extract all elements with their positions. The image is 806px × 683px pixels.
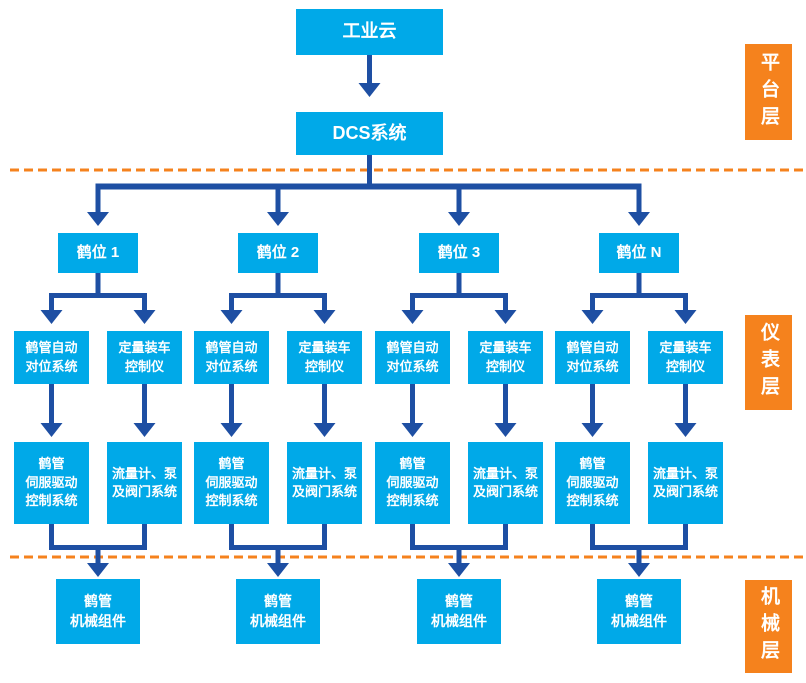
alignment-system-box: 鹤管自动 对位系统 xyxy=(555,331,630,384)
industrial-cloud-box: 工业云 xyxy=(296,9,443,55)
alignment-system-box: 鹤管自动 对位系统 xyxy=(194,331,269,384)
flow-pump-valve-system-box: 流量计、泵 及阀门系统 xyxy=(107,442,182,524)
servo-drive-system-box: 鹤管 伺服驱动 控制系统 xyxy=(194,442,269,524)
flow-pump-valve-system-box: 流量计、泵 及阀门系统 xyxy=(287,442,362,524)
crane-position-n-box: 鹤位 N xyxy=(599,233,679,273)
servo-drive-system-box: 鹤管 伺服驱动 控制系统 xyxy=(555,442,630,524)
loading-controller-box: 定量装车 控制仪 xyxy=(468,331,543,384)
servo-drive-system-box: 鹤管 伺服驱动 控制系统 xyxy=(375,442,450,524)
alignment-system-box: 鹤管自动 对位系统 xyxy=(375,331,450,384)
loading-controller-box: 定量装车 控制仪 xyxy=(287,331,362,384)
crane-position-2-box: 鹤位 2 xyxy=(238,233,318,273)
mechanical-components-box: 鹤管 机械组件 xyxy=(417,579,501,644)
loading-controller-box: 定量装车 控制仪 xyxy=(107,331,182,384)
mechanical-components-box: 鹤管 机械组件 xyxy=(597,579,681,644)
crane-position-3-box: 鹤位 3 xyxy=(419,233,499,273)
servo-drive-system-box: 鹤管 伺服驱动 控制系统 xyxy=(14,442,89,524)
mechanical-components-box: 鹤管 机械组件 xyxy=(56,579,140,644)
loading-controller-box: 定量装车 控制仪 xyxy=(648,331,723,384)
crane-position-1-box: 鹤位 1 xyxy=(58,233,138,273)
instrument-layer-label: 仪表层 xyxy=(745,315,792,410)
platform-layer-label: 平台层 xyxy=(745,44,792,140)
dcs-system-box: DCS系统 xyxy=(296,112,443,155)
mechanical-layer-label: 机械层 xyxy=(745,580,792,673)
alignment-system-box: 鹤管自动 对位系统 xyxy=(14,331,89,384)
mechanical-components-box: 鹤管 机械组件 xyxy=(236,579,320,644)
flow-pump-valve-system-box: 流量计、泵 及阀门系统 xyxy=(468,442,543,524)
flow-pump-valve-system-box: 流量计、泵 及阀门系统 xyxy=(648,442,723,524)
